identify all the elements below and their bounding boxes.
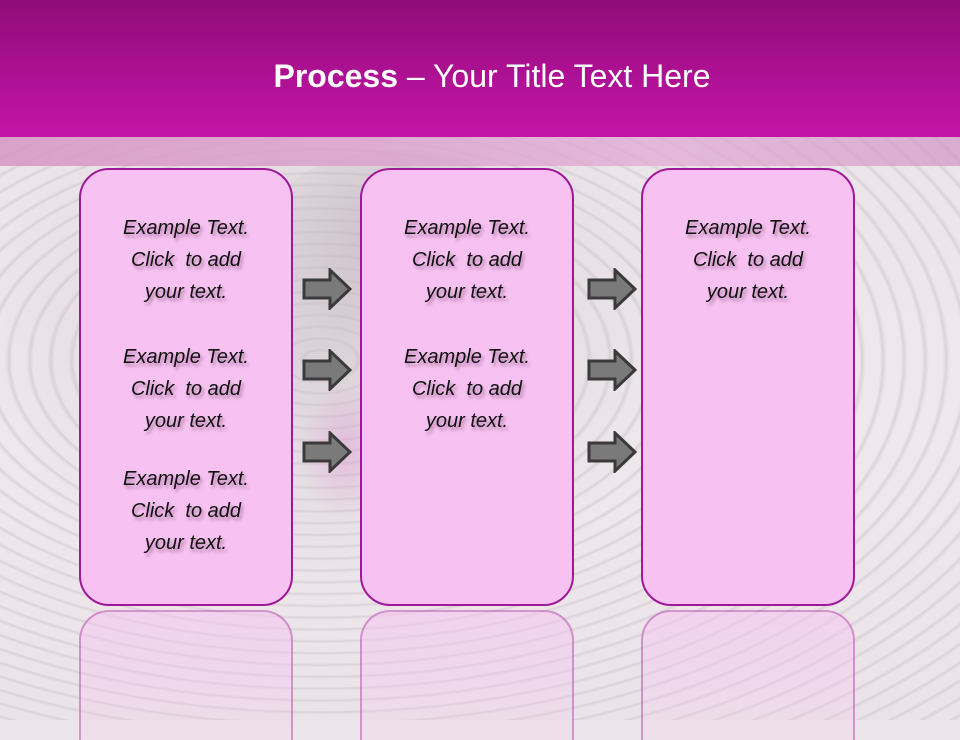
right-arrow-icon[interactable] bbox=[302, 431, 352, 473]
box-reflection bbox=[641, 610, 855, 740]
right-arrow-icon[interactable] bbox=[587, 431, 637, 473]
text-line: Example Text. bbox=[123, 346, 249, 368]
text-line: Example Text. bbox=[404, 217, 530, 239]
text-line: your text. bbox=[425, 410, 509, 432]
text-block[interactable]: Example Text. Click to add your text. bbox=[643, 212, 853, 308]
right-arrow-icon[interactable] bbox=[587, 268, 637, 310]
text-line: Click to add bbox=[411, 249, 523, 271]
process-box-3[interactable]: Example Text. Click to add your text. bbox=[641, 168, 855, 606]
right-arrow-icon[interactable] bbox=[587, 349, 637, 391]
text-line: Click to add bbox=[692, 249, 804, 271]
text-line: your text. bbox=[144, 281, 228, 303]
process-box-1[interactable]: Example Text. Click to add your text. Ex… bbox=[79, 168, 293, 606]
text-line: Click to add bbox=[411, 378, 523, 400]
title-bold: Process bbox=[273, 58, 399, 94]
title-header: Process – Your Title Text Here bbox=[0, 0, 960, 137]
text-block[interactable]: Example Text. Click to add your text. bbox=[81, 463, 291, 559]
box-reflection bbox=[79, 610, 293, 740]
text-line: Example Text. bbox=[404, 346, 530, 368]
text-line: your text. bbox=[425, 281, 509, 303]
text-line: Click to add bbox=[130, 378, 242, 400]
right-arrow-icon[interactable] bbox=[302, 268, 352, 310]
text-line: Click to add bbox=[130, 500, 242, 522]
right-arrow-icon[interactable] bbox=[302, 349, 352, 391]
text-line: Example Text. bbox=[123, 217, 249, 239]
slide-title[interactable]: Process – Your Title Text Here bbox=[0, 56, 960, 96]
text-block[interactable]: Example Text. Click to add your text. bbox=[362, 341, 572, 437]
title-rest: – Your Title Text Here bbox=[398, 58, 711, 94]
header-band bbox=[0, 137, 960, 166]
box-reflection bbox=[360, 610, 574, 740]
text-line: Example Text. bbox=[123, 468, 249, 490]
text-block[interactable]: Example Text. Click to add your text. bbox=[81, 212, 291, 308]
text-block[interactable]: Example Text. Click to add your text. bbox=[362, 212, 572, 308]
text-line: Example Text. bbox=[685, 217, 811, 239]
text-block[interactable]: Example Text. Click to add your text. bbox=[81, 341, 291, 437]
text-line: your text. bbox=[144, 410, 228, 432]
process-box-2[interactable]: Example Text. Click to add your text. Ex… bbox=[360, 168, 574, 606]
text-line: your text. bbox=[144, 532, 228, 554]
text-line: your text. bbox=[706, 281, 790, 303]
text-line: Click to add bbox=[130, 249, 242, 271]
